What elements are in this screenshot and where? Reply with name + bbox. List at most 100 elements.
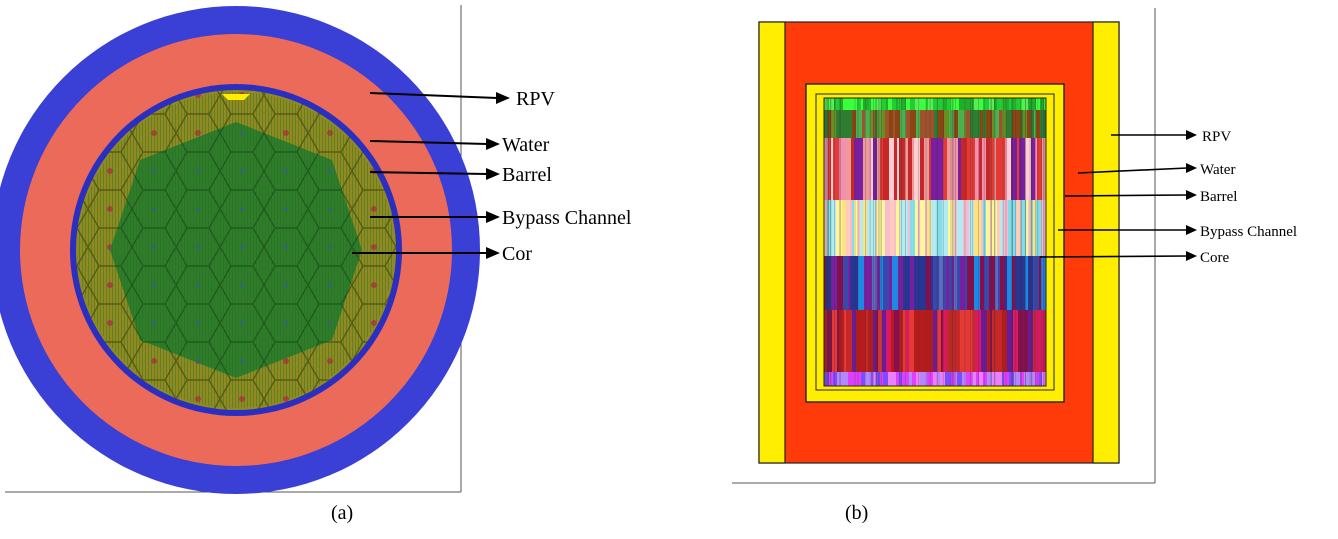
core-stripe <box>1039 372 1042 386</box>
core-stripe <box>934 110 938 138</box>
core-stripe <box>831 138 833 200</box>
core-stripe <box>836 110 841 138</box>
core-stripe <box>896 98 898 110</box>
core-stripe <box>830 98 834 110</box>
core-stripe <box>852 110 856 138</box>
core-stripe <box>974 200 978 256</box>
core-stripe <box>929 310 933 372</box>
core-stripe <box>856 372 861 386</box>
core-stripe <box>905 138 908 200</box>
core-stripe <box>1006 110 1012 138</box>
label-b-rpv: RPV <box>1202 129 1231 145</box>
core-stripe <box>846 200 850 256</box>
core-stripe <box>842 200 846 256</box>
core-stripe <box>949 256 952 310</box>
label-a-water: Water <box>502 134 550 156</box>
core-stripe <box>839 310 844 372</box>
core-stripe <box>1007 310 1013 372</box>
core-stripe <box>908 200 910 256</box>
core-stripe <box>828 110 831 138</box>
core-stripe <box>1044 200 1046 256</box>
core-stripe <box>939 256 943 310</box>
core-stripe <box>824 200 827 256</box>
core-stripe <box>938 372 940 386</box>
core-stripe <box>896 372 899 386</box>
core-stripe <box>843 256 848 310</box>
core-stripe <box>1019 256 1025 310</box>
core-stripe <box>912 138 914 200</box>
core-stripe <box>850 256 854 310</box>
core-stripe <box>1033 98 1036 110</box>
core-stripe <box>886 98 888 110</box>
core-stripe <box>939 98 943 110</box>
core-stripe <box>1007 256 1012 310</box>
core-stripe <box>848 372 854 386</box>
core-stripe <box>971 138 975 200</box>
core-stripe <box>983 372 987 386</box>
core-stripe <box>958 310 960 372</box>
core-stripe <box>906 110 910 138</box>
core-stripe <box>1033 200 1036 256</box>
core-stripe <box>1014 200 1016 256</box>
core-stripe <box>933 200 937 256</box>
core-stripe <box>873 138 877 200</box>
core-stripe <box>910 98 915 110</box>
core-stripe <box>1025 256 1028 310</box>
core-stripe <box>839 138 843 200</box>
core-stripe <box>852 200 854 256</box>
core-stripe <box>844 310 846 372</box>
core-stripe <box>1040 110 1046 138</box>
core-stripe <box>903 256 906 310</box>
core-stripe <box>1009 98 1013 110</box>
core-stripe <box>934 138 939 200</box>
core-stripe <box>958 138 961 200</box>
core-stripe <box>836 98 840 110</box>
core-stripe <box>881 110 885 138</box>
core-stripe <box>939 138 943 200</box>
core-stripe <box>866 310 868 372</box>
core-stripe <box>928 98 933 110</box>
core-stripe <box>858 110 862 138</box>
core-stripe <box>974 98 979 110</box>
core-stripe <box>920 200 925 256</box>
rpv-left-wall <box>758 21 786 464</box>
core-stripe <box>1035 138 1037 200</box>
core-stripe <box>920 372 923 386</box>
core-stripe <box>854 138 860 200</box>
core-stripe <box>876 200 880 256</box>
core-stripe <box>881 98 886 110</box>
core-stripe <box>951 98 954 110</box>
core-stripe <box>940 372 945 386</box>
core-stripe <box>886 310 891 372</box>
core-stripe <box>920 138 924 200</box>
core-stripe <box>987 310 990 372</box>
core-stripe <box>931 256 933 310</box>
core-stripe <box>999 98 1003 110</box>
core-stripe <box>1003 200 1008 256</box>
core-stripe <box>856 310 861 372</box>
core-stripe <box>989 256 995 310</box>
core-stripe <box>965 256 967 310</box>
core-stripe <box>883 256 889 310</box>
core-stripe <box>1012 110 1015 138</box>
core-stripe <box>846 138 851 200</box>
core-stripe <box>872 256 877 310</box>
core-stripe <box>954 110 958 138</box>
core-stripe <box>975 110 980 138</box>
core-stripe <box>979 138 982 200</box>
core-stripe <box>1009 372 1014 386</box>
core-stripe <box>943 138 947 200</box>
core-stripe <box>1038 98 1040 110</box>
core-stripe <box>890 200 894 256</box>
core-stripe <box>888 372 891 386</box>
core-stripe <box>889 256 892 310</box>
core-stripe <box>997 200 1000 256</box>
core-stripe <box>867 256 872 310</box>
core-stripe <box>1028 98 1033 110</box>
label-a-core: Cor <box>502 243 532 265</box>
core-stripe <box>1000 200 1003 256</box>
core-stripe <box>843 138 846 200</box>
core-stripe <box>1036 200 1041 256</box>
core-stripe <box>916 110 920 138</box>
core-stripe <box>1000 138 1005 200</box>
